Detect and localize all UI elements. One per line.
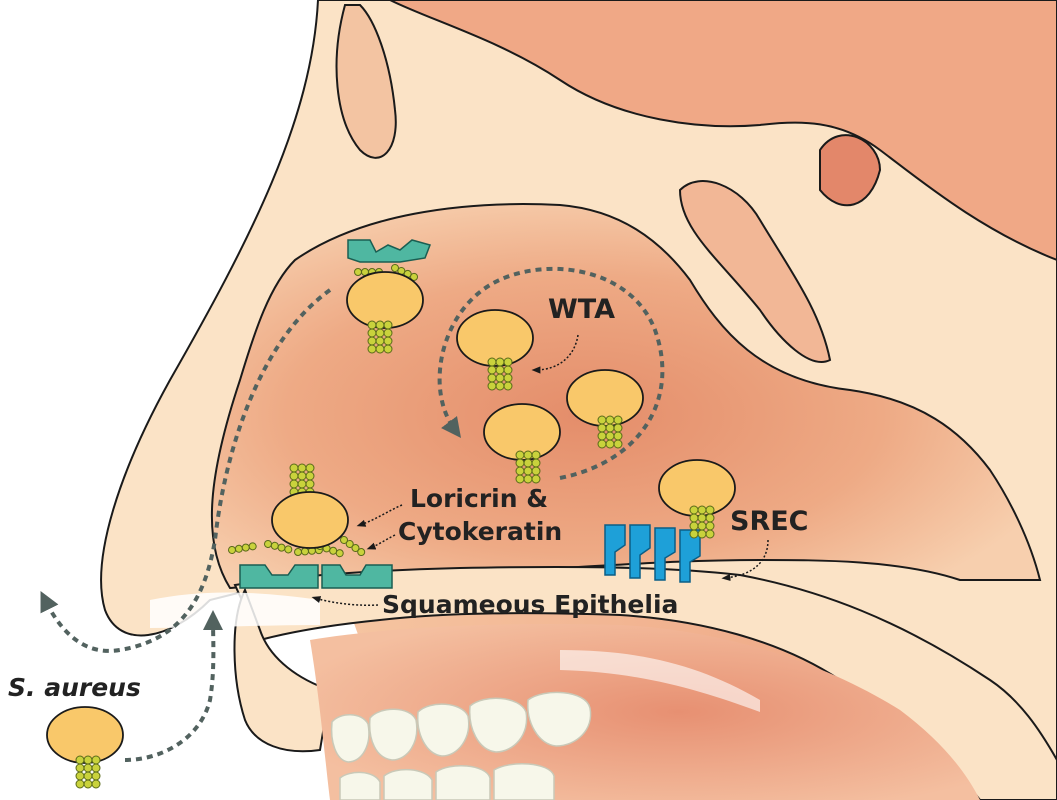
- label-srec: SREC: [730, 506, 809, 537]
- wta-pointer: [531, 334, 579, 374]
- exit-path-arrow: [40, 288, 332, 653]
- frontal-sinus: [335, 4, 397, 159]
- label-loricrin: Loricrin &: [410, 484, 548, 513]
- srec-receptors: [604, 524, 701, 583]
- upper-lip: [233, 587, 332, 753]
- bacterium-top-receptor: [346, 239, 431, 354]
- oral-cavity: [310, 623, 980, 800]
- srec-pointer: [721, 539, 769, 582]
- label-squameous-epithelia: Squameous Epithelia: [382, 590, 678, 619]
- wta-cycle-arrow: [437, 266, 665, 480]
- label-s-aureus: S. aureus: [8, 673, 141, 702]
- label-cytokeratin: Cytokeratin: [398, 517, 562, 546]
- sphenoid-region: [819, 134, 882, 207]
- receptor-top: [347, 239, 431, 263]
- nostril-fade: [150, 592, 320, 628]
- lip-fade: [560, 650, 760, 712]
- squamous-epithelia-receptors: [239, 564, 393, 589]
- nasal-turbinate: [678, 180, 832, 363]
- cytokeratin-pointer: [366, 534, 396, 550]
- s-aureus-bacterium: [46, 706, 124, 789]
- hard-palate: [233, 565, 1057, 800]
- squameous-pointer: [311, 596, 379, 606]
- frontal-region: [389, 0, 1057, 262]
- entry-path-arrow: [124, 610, 224, 762]
- teeth: [330, 691, 592, 800]
- label-wta: WTA: [548, 294, 615, 325]
